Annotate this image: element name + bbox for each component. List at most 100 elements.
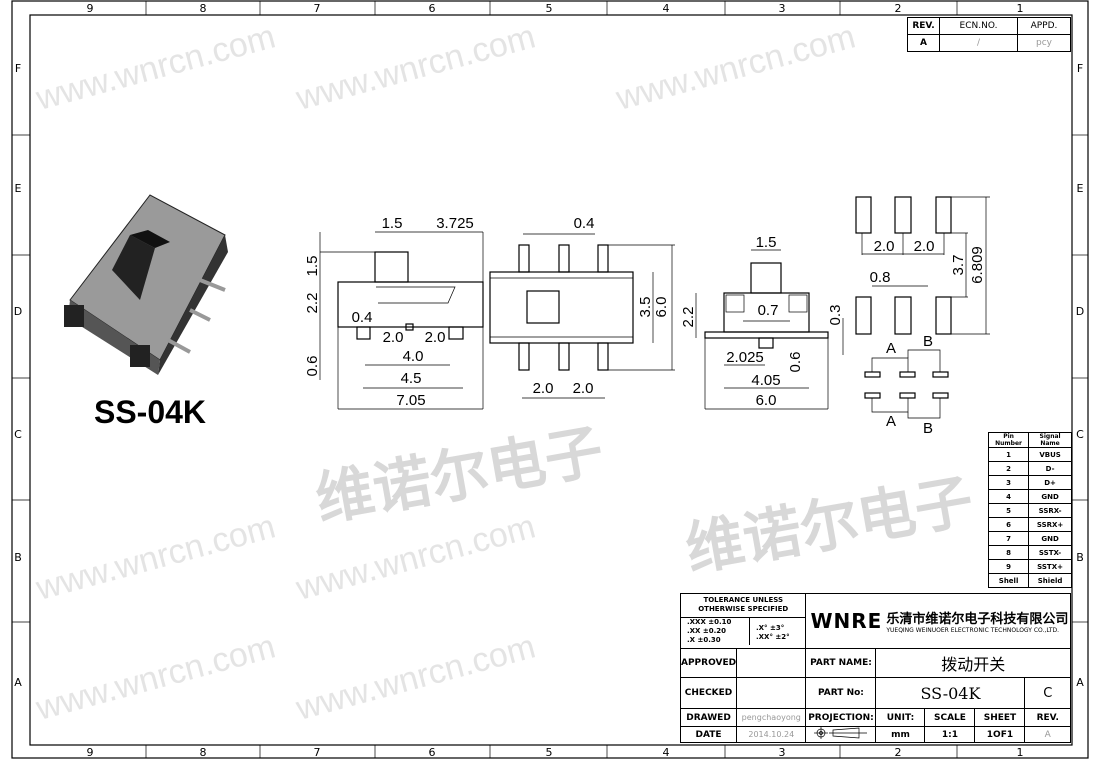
schematic-label: A: [886, 340, 896, 357]
schematic-label: A: [886, 413, 896, 430]
watermark-text: www.wnrcn.com: [291, 627, 539, 728]
signal-name: SSTX-: [1028, 545, 1072, 560]
side-view: 1.5 3.725 1.5 2.2 0.6 0.4 2.0 2.0 4.0 4.…: [304, 215, 484, 410]
zone-row-label: C: [14, 428, 22, 441]
dim-label: 0.4: [574, 215, 595, 232]
pin-number: 1: [987, 447, 1030, 462]
signal-name: VBUS: [1028, 447, 1072, 462]
dim-label: 3.7: [950, 255, 967, 276]
schematic-label: B: [923, 420, 933, 437]
dim-label: 0.6: [787, 352, 804, 373]
zone-row-label: A: [14, 676, 22, 689]
zone-column-label: 1: [1017, 2, 1024, 15]
dim-label: 7.05: [396, 392, 425, 409]
zone-column-label: 9: [87, 746, 94, 759]
signal-name: SSTX+: [1028, 559, 1072, 574]
pin-number: Shell: [987, 573, 1030, 588]
dim-label: 2.0: [914, 238, 935, 255]
end-view: 1.5 2.2 0.7 0.3 2.025 0.6 4.05 6.0: [680, 234, 844, 410]
zone-row-label: E: [15, 182, 22, 195]
dim-label: 4.5: [401, 370, 422, 387]
zone-column-label: 6: [429, 2, 436, 15]
zone-row-label: A: [1076, 676, 1084, 689]
zone-column-label: 3: [779, 746, 786, 759]
dim-label: 6.0: [756, 392, 777, 409]
dim-label: 2.0: [425, 329, 446, 346]
signal-name: SSRX-: [1028, 503, 1072, 518]
zone-column-label: 5: [546, 746, 553, 759]
watermark-text: www.wnrcn.com: [31, 507, 279, 608]
zone-column-label: 8: [200, 746, 207, 759]
zone-column-label: 2: [895, 2, 902, 15]
watermark-text: www.wnrcn.com: [31, 627, 279, 728]
dim-label: 0.8: [870, 269, 891, 286]
dim-label: 6.0: [653, 297, 670, 318]
dim-label: 2.0: [383, 329, 404, 346]
zone-row-label: D: [1076, 305, 1084, 318]
dim-label: 3.725: [436, 215, 474, 232]
dim-label: 2.0: [533, 380, 554, 397]
dim-label: 0.4: [352, 309, 373, 326]
dim-label: 3.5: [637, 297, 654, 318]
zone-row-label: D: [14, 305, 22, 318]
pcb-layout: 2.0 2.0 0.8 3.7 6.809: [855, 196, 990, 335]
signal-name: D-: [1028, 461, 1072, 476]
watermark-text: www.wnrcn.com: [31, 17, 279, 118]
pin-number: 8: [987, 545, 1030, 560]
front-view: 0.4 3.5 6.0 2.0 2.0: [489, 215, 675, 399]
pin-number: 9: [987, 559, 1030, 574]
dim-label: 4.0: [403, 348, 424, 365]
zone-column-label: 9: [87, 2, 94, 15]
watermark-text: www.wnrcn.com: [291, 17, 539, 118]
watermark-text: www.wnrcn.com: [611, 17, 859, 118]
dim-label: 2.2: [304, 293, 321, 314]
zone-column-label: 5: [546, 2, 553, 15]
dim-label: 2.0: [573, 380, 594, 397]
dim-label: 2.2: [680, 307, 697, 328]
title-block: TOLERANCE UNLESS OTHERWISE SPECIFIED .XX…: [679, 593, 1071, 743]
zone-column-label: 6: [429, 746, 436, 759]
dim-label: 1.5: [382, 215, 403, 232]
pin-number: 4: [987, 489, 1030, 504]
zone-column-label: 4: [663, 746, 670, 759]
dim-label: 6.809: [969, 246, 986, 284]
watermark-cn: 维诺尔电子: [681, 466, 978, 583]
signal-name: Shield: [1028, 573, 1072, 588]
dim-label: 0.7: [758, 302, 779, 319]
zone-column-label: 7: [314, 746, 321, 759]
zone-row-label: C: [1076, 428, 1084, 441]
switch-schematic: A B A B: [864, 333, 949, 437]
pin-number: 7: [987, 531, 1030, 546]
zone-row-label: B: [1076, 551, 1084, 564]
product-model-label: SS-04K: [94, 394, 206, 430]
zone-row-label: E: [1077, 182, 1084, 195]
pin-number: 2: [987, 461, 1030, 476]
signal-name: D+: [1028, 475, 1072, 490]
dim-label: 4.05: [751, 372, 780, 389]
zone-column-label: 4: [663, 2, 670, 15]
dim-label: 0.6: [304, 356, 321, 377]
zone-column-label: 8: [200, 2, 207, 15]
zone-column-label: 2: [895, 746, 902, 759]
zone-row-label: F: [1077, 62, 1083, 75]
signal-name: GND: [1028, 489, 1072, 504]
company-logo: WNRE: [810, 609, 883, 633]
pin-number: 3: [987, 475, 1030, 490]
zone-column-label: 3: [779, 2, 786, 15]
zone-column-label: 7: [314, 2, 321, 15]
dim-label: 0.3: [827, 305, 844, 326]
dim-label: 1.5: [756, 234, 777, 251]
zone-column-label: 1: [1017, 746, 1024, 759]
signal-name: SSRX+: [1028, 517, 1072, 532]
pin-number: 5: [987, 503, 1030, 518]
